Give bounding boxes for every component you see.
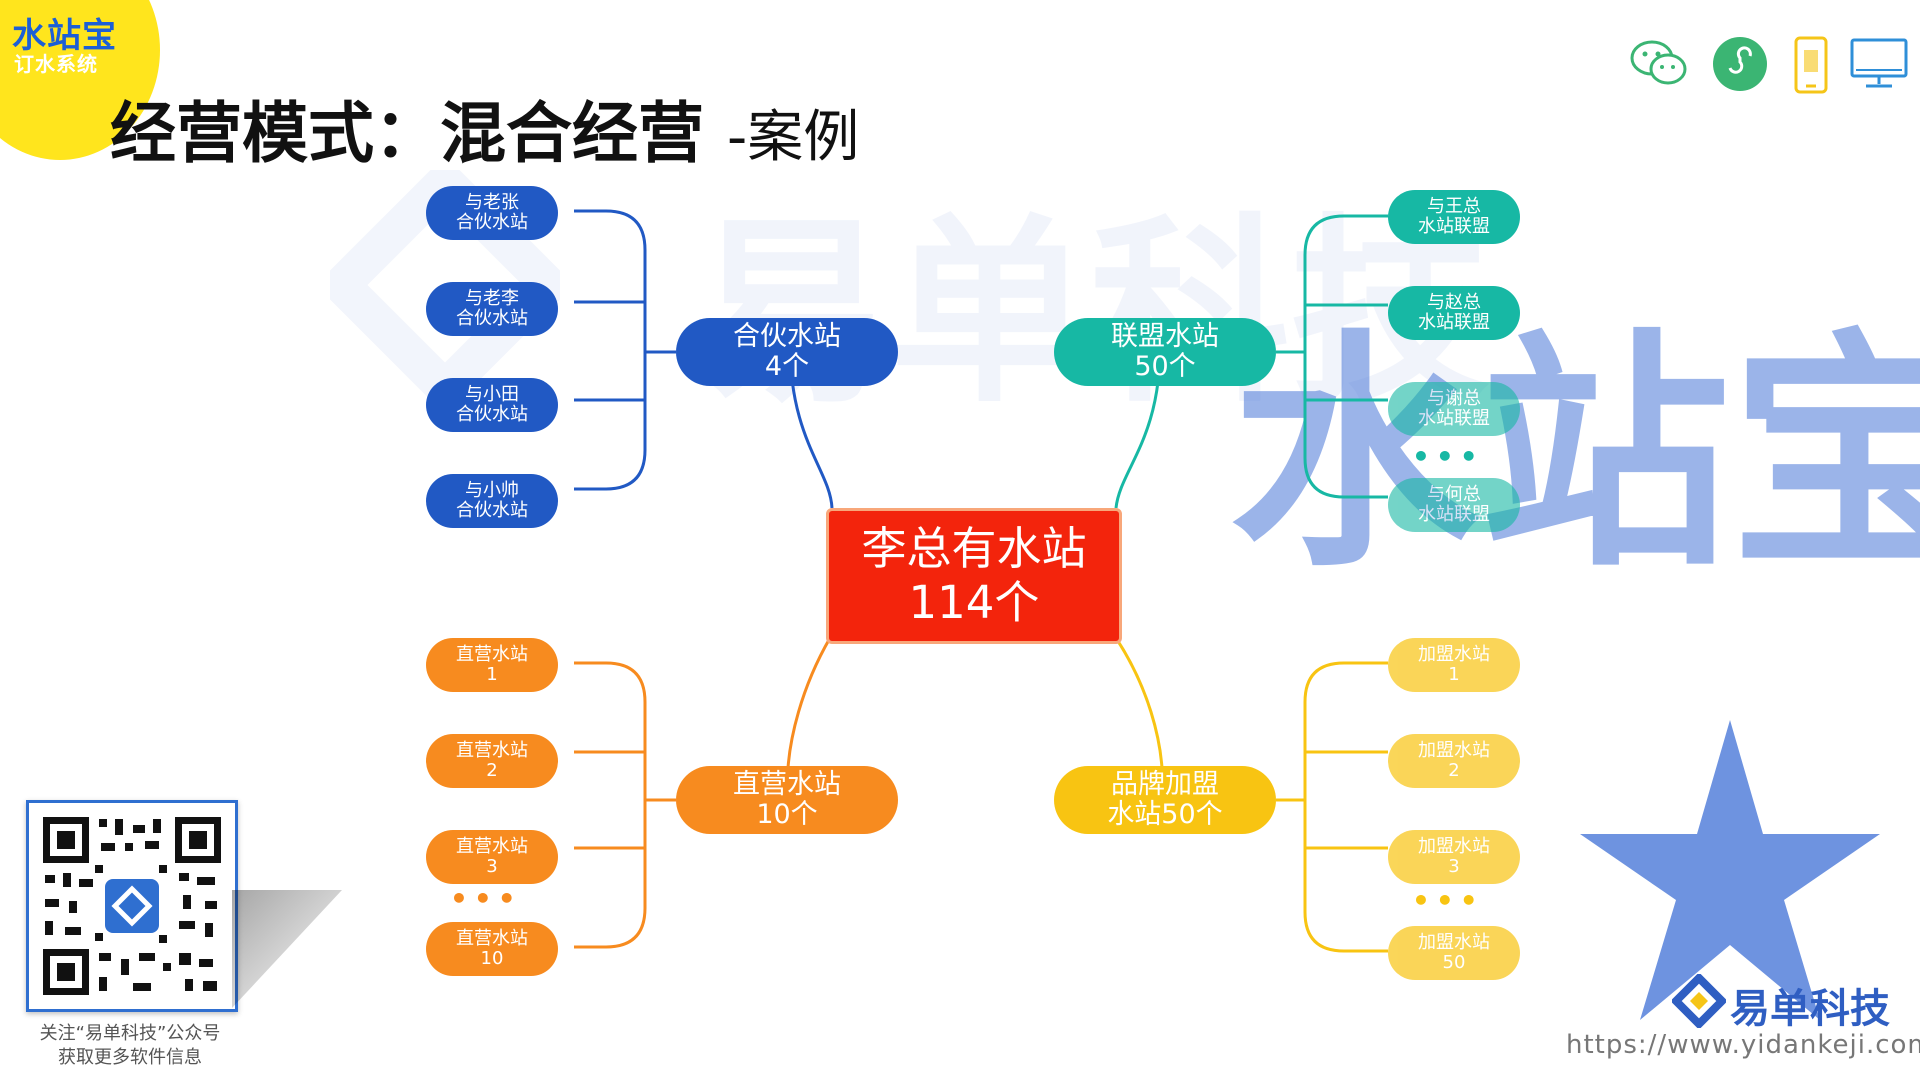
connector-direct-leaf-4: [574, 800, 647, 949]
connector-partner-leaf-4: [574, 352, 647, 491]
watermark-brand: 易单科技: [690, 197, 1491, 430]
connector-direct-center: [786, 637, 832, 769]
direct-leaf-1: 直营水站 1: [426, 638, 558, 692]
mini-program-icon: [1713, 37, 1767, 91]
direct-leaf-2: 直营水站 2: [426, 734, 558, 788]
branch-partner: 合伙水站 4个: [676, 318, 898, 386]
partner-leaf-4: 与小帅 合伙水站: [426, 474, 558, 528]
alliance-ellipsis: •••: [1412, 440, 1484, 473]
alliance-leaf-4: 与何总 水站联盟: [1388, 478, 1520, 532]
footer-url[interactable]: https://www.yidankeji.com: [1566, 1030, 1920, 1060]
qr-caption: 关注“易单科技”公众号 获取更多软件信息: [39, 1023, 221, 1069]
connector-franchise-leaf-1: [1303, 661, 1388, 800]
branch-franchise: 品牌加盟 水站50个: [1054, 766, 1276, 834]
connector-alliance-leaf-4: [1303, 352, 1388, 499]
watermark-product: 水站宝: [1230, 309, 1920, 600]
partner-leaf-1: 与老张 合伙水站: [426, 186, 558, 240]
alliance-leaf-3: 与谢总 水站联盟: [1388, 382, 1520, 436]
franchise-leaf-2: 加盟水站 2: [1388, 734, 1520, 788]
direct-leaf-4: 直营水站 10: [426, 922, 558, 976]
page-title-main: 经营模式：混合经营: [110, 95, 704, 172]
mobile-icon: [1794, 36, 1828, 94]
franchise-ellipsis: •••: [1412, 884, 1484, 917]
page-title-suffix: -案例: [726, 105, 860, 170]
franchise-leaf-3: 加盟水站 3: [1388, 830, 1520, 884]
connector-franchise-center: [1114, 637, 1164, 769]
logo-subtitle: 订水系统: [14, 52, 98, 76]
franchise-leaf-1: 加盟水站 1: [1388, 638, 1520, 692]
connector-partner-leaf-1: [574, 209, 647, 352]
franchise-leaf-4: 加盟水站 50: [1388, 926, 1520, 980]
desktop-icon: [1850, 38, 1908, 88]
partner-leaf-2: 与老李 合伙水站: [426, 282, 558, 336]
connector-direct-leaf-1: [574, 661, 647, 800]
qr-code: [26, 800, 238, 1012]
brand-logo-icon: [1672, 974, 1726, 1028]
alliance-leaf-1: 与王总 水站联盟: [1388, 190, 1520, 244]
wechat-icon: [1630, 40, 1687, 85]
branch-alliance: 联盟水站 50个: [1054, 318, 1276, 386]
partner-leaf-3: 与小田 合伙水站: [426, 378, 558, 432]
direct-ellipsis: •••: [450, 882, 522, 915]
alliance-leaf-2: 与赵总 水站联盟: [1388, 286, 1520, 340]
branch-direct: 直营水站 10个: [676, 766, 898, 834]
connector-alliance-leaf-1: [1303, 214, 1388, 352]
watermark-star-icon: [1580, 720, 1880, 1020]
logo-name: 水站宝: [12, 16, 117, 56]
qr-code-icon: [43, 817, 221, 995]
connector-franchise-leaf-4: [1303, 800, 1388, 953]
page-title: 经营模式：混合经营 -案例: [110, 80, 859, 176]
center-node: 李总有水站 114个: [826, 508, 1122, 644]
footer-brand: 易单科技: [1730, 986, 1890, 1032]
direct-leaf-3: 直营水站 3: [426, 830, 558, 884]
